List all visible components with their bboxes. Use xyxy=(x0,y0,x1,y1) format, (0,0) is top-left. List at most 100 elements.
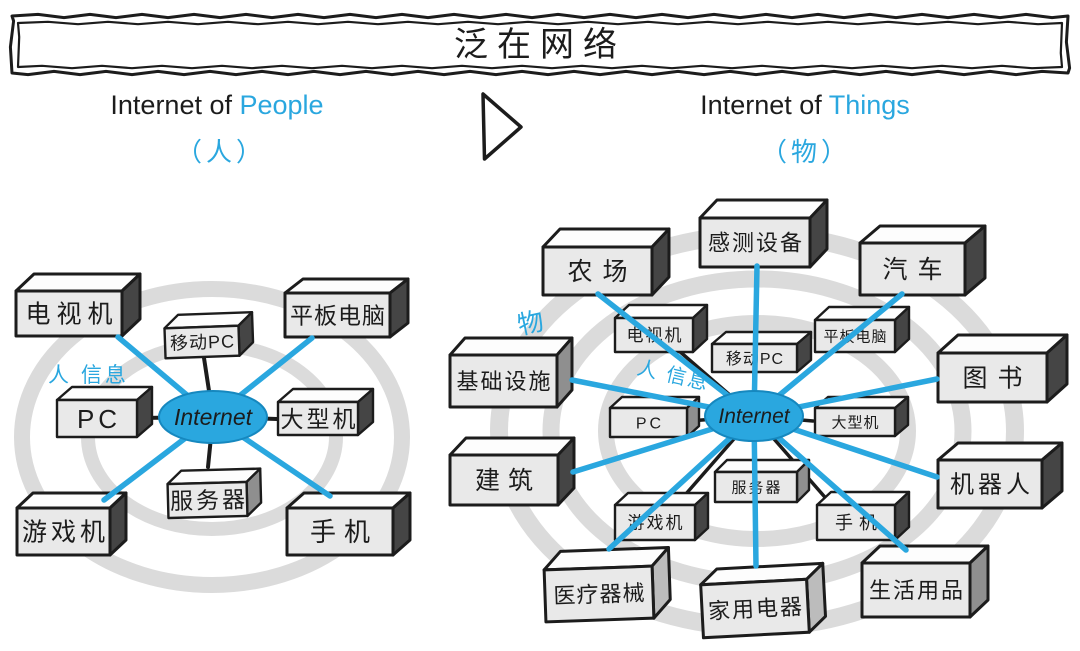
node-box-sensing-device: 感测设备 xyxy=(698,198,829,269)
box-top-face xyxy=(860,544,990,565)
left-heading-subtitle: （人） xyxy=(176,137,266,167)
node-box-phone: 手机 xyxy=(815,490,911,542)
node-box-building: 建筑 xyxy=(448,436,576,507)
title-banner: 泛在网络 xyxy=(8,12,1072,77)
node-label-infrastructure: 基础设施 xyxy=(456,369,552,394)
banner-outer-line xyxy=(8,12,1072,77)
box-top-face xyxy=(713,458,811,474)
box-front-face xyxy=(936,351,1049,404)
node-box-tablet: 平板电脑 xyxy=(283,277,410,339)
node-label-pc: PC xyxy=(77,404,121,434)
box-front-face xyxy=(813,406,897,438)
box-front-face xyxy=(448,353,559,409)
box-top-face xyxy=(698,198,829,220)
node-box-phone: 手机 xyxy=(285,491,412,557)
banner-inner-line xyxy=(16,20,1064,70)
box-front-face xyxy=(699,577,811,640)
box-front-face xyxy=(698,216,812,269)
node-label-car: 汽车 xyxy=(882,256,952,284)
node-label-daily-goods: 生活用品 xyxy=(869,578,965,603)
node-box-game-console: 游戏机 xyxy=(15,491,128,557)
box-front-face xyxy=(14,289,124,338)
transform-arrow-icon xyxy=(481,92,523,161)
left-internet-hub-label: Internet xyxy=(174,404,254,430)
node-box-home-appliance: 家用电器 xyxy=(699,561,828,640)
node-label-game-console: 游戏机 xyxy=(22,519,109,547)
box-top-face xyxy=(710,330,813,346)
box-front-face xyxy=(860,561,972,619)
box-front-face xyxy=(166,480,249,520)
box-front-face xyxy=(448,453,560,507)
node-label-mainframe: 大型机 xyxy=(831,414,879,431)
node-label-farm: 农场 xyxy=(567,258,637,286)
box-top-face xyxy=(541,227,671,249)
box-top-face xyxy=(448,436,576,457)
box-top-face xyxy=(448,336,574,357)
left-heading: Internet of People （人） xyxy=(110,90,323,167)
box-front-face xyxy=(15,506,112,557)
right-annotation-object: 物 xyxy=(515,306,547,341)
node-box-mobile-pc: 移动PC xyxy=(710,330,813,374)
box-top-face xyxy=(14,272,142,293)
node-label-building: 建筑 xyxy=(475,467,541,495)
left-internet-hub xyxy=(158,390,268,444)
node-label-home-appliance: 家用电器 xyxy=(707,594,804,624)
node-box-medical-device: 医疗器械 xyxy=(542,546,672,624)
box-top-face xyxy=(813,305,911,322)
box-top-face xyxy=(285,491,412,510)
left-annotation-person-info: 人 信息 xyxy=(48,364,129,387)
right-internet-hub-label: Internet xyxy=(718,405,790,428)
node-label-books: 图书 xyxy=(962,365,1032,393)
right-heading-text: Internet of Things xyxy=(700,90,910,120)
box-front-face xyxy=(55,398,139,439)
node-box-daily-goods: 生活用品 xyxy=(860,544,990,619)
right-heading-highlight: Things xyxy=(829,90,910,120)
node-box-server: 服务器 xyxy=(166,467,263,520)
right-heading: Internet of Things （物） xyxy=(700,90,910,167)
node-label-tablet: 平板电脑 xyxy=(823,327,887,345)
box-front-face xyxy=(858,241,967,297)
left-heading-highlight: People xyxy=(240,90,324,120)
node-label-mainframe: 大型机 xyxy=(281,406,359,432)
node-box-books: 图书 xyxy=(936,333,1069,404)
box-front-face xyxy=(608,406,689,439)
right-heading-subtitle: （物） xyxy=(761,137,851,167)
node-label-tablet: 平板电脑 xyxy=(290,302,386,328)
node-box-car: 汽车 xyxy=(858,224,987,297)
left-heading-prefix: Internet of xyxy=(110,90,239,120)
page-title: 泛在网络 xyxy=(454,26,626,64)
right-network: 电视机移动PC平板电脑PC大型机服务器游戏机手机农场感测设备汽车基础设施图书建筑… xyxy=(448,198,1069,640)
box-front-face xyxy=(542,564,656,624)
node-label-phone: 手机 xyxy=(310,517,378,547)
node-label-robot: 机器人 xyxy=(950,472,1034,499)
node-label-server: 服务器 xyxy=(170,486,249,514)
node-box-mainframe: 大型机 xyxy=(276,387,375,437)
node-box-server: 服务器 xyxy=(713,458,811,504)
box-top-face xyxy=(815,490,911,507)
box-front-face xyxy=(276,400,360,437)
node-box-infrastructure: 基础设施 xyxy=(448,336,574,409)
banner-border xyxy=(8,12,1072,77)
box-top-face xyxy=(283,277,410,295)
box-front-face xyxy=(936,458,1044,510)
left-heading-text: Internet of People xyxy=(110,90,323,120)
node-label-pc: PC xyxy=(636,415,664,432)
box-front-face xyxy=(163,324,241,360)
node-label-medical-device: 医疗器械 xyxy=(553,580,646,608)
right-heading-prefix: Internet of xyxy=(700,90,829,120)
network-ring xyxy=(14,281,410,593)
node-box-mobile-pc: 移动PC xyxy=(163,311,255,360)
node-box-robot: 机器人 xyxy=(936,441,1064,510)
node-label-mobile-pc: 移动PC xyxy=(170,331,236,353)
node-label-tv: 电视机 xyxy=(25,301,118,329)
box-front-face xyxy=(283,291,392,339)
node-box-farm: 农场 xyxy=(541,227,671,297)
box-top-face xyxy=(936,333,1069,355)
node-box-tv: 电视机 xyxy=(14,272,142,338)
right-internet-hub xyxy=(704,390,804,442)
box-front-face xyxy=(285,506,395,557)
node-label-sensing-device: 感测设备 xyxy=(708,230,804,255)
